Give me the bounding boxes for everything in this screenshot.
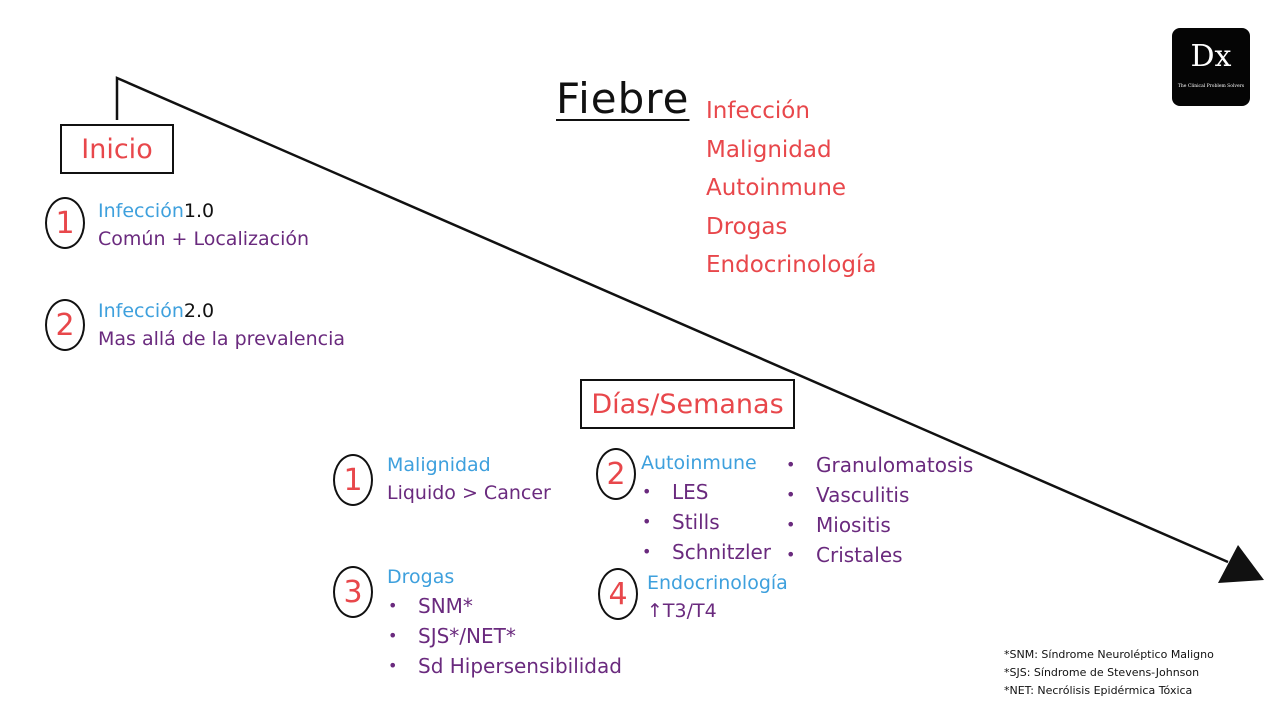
list-item: Stills (642, 507, 771, 537)
footnotes: *SNM: Síndrome Neuroléptico Maligno *SJS… (1004, 646, 1214, 700)
cause-item: Autoinmune (706, 175, 847, 201)
list-item: Vasculitis (786, 480, 973, 510)
list-item: Sd Hipersensibilidad (388, 651, 622, 681)
logo-mark: Dx (1190, 39, 1232, 74)
timeline-arrowhead (1218, 545, 1264, 583)
list-item: Miositis (786, 510, 973, 540)
drogas-heading: Drogas (387, 566, 455, 588)
endocrinologia-block: Endocrinología ↑T3/T4 (647, 569, 788, 625)
inicio-item-2: Infección2.0 Mas allá de la prevalencia (98, 297, 345, 353)
footnote: *SNM: Síndrome Neuroléptico Maligno (1004, 648, 1214, 661)
drogas-list: SNM* SJS*/NET* Sd Hipersensibilidad (388, 591, 622, 681)
list-item: SJS*/NET* (388, 621, 622, 651)
inicio-box: Inicio (60, 124, 174, 174)
item-version: 2.0 (183, 300, 215, 322)
autoinmune-list-a: LES Stills Schnitzler (642, 477, 771, 567)
cause-item: Endocrinología (706, 252, 877, 278)
item-detail: Mas allá de la prevalencia (98, 328, 346, 350)
malignidad-heading: Malignidad (387, 454, 491, 476)
footnote: *SJS: Síndrome de Stevens-Johnson (1004, 666, 1200, 679)
number-circle: 2 (45, 299, 85, 351)
autoinmune-list-b: Granulomatosis Vasculitis Miositis Crist… (786, 450, 973, 570)
item-detail: Común + Localización (98, 228, 310, 250)
cause-item: Infección (706, 98, 810, 124)
dias-semanas-box: Días/Semanas (580, 379, 795, 429)
item-version: 1.0 (183, 200, 215, 222)
list-item: LES (642, 477, 771, 507)
dx-logo: Dx The Clinical Problem Solvers (1172, 28, 1250, 106)
item-heading: Infección (98, 200, 184, 222)
inicio-item-1: Infección1.0 Común + Localización (98, 197, 309, 253)
endocrinologia-heading: Endocrinología (647, 572, 788, 594)
list-item: SNM* (388, 591, 622, 621)
endocrinologia-detail: ↑T3/T4 (647, 600, 717, 622)
number-circle: 2 (596, 448, 636, 500)
footnote: *NET: Necrólisis Epidérmica Tóxica (1004, 684, 1193, 697)
list-item: Granulomatosis (786, 450, 973, 480)
cause-item: Drogas (706, 213, 788, 240)
cause-item: Malignidad (706, 136, 832, 163)
cause-list: Infección Malignidad Autoinmune Drogas E… (706, 92, 876, 285)
number-circle: 1 (45, 197, 85, 249)
number-circle: 3 (333, 566, 373, 618)
item-heading: Infección (98, 300, 184, 322)
malignidad-detail: Liquido > Cancer (387, 482, 551, 504)
autoinmune-heading: Autoinmune (641, 452, 757, 474)
list-item: Schnitzler (642, 537, 771, 567)
number-circle: 4 (598, 568, 638, 620)
malignidad-block: Malignidad Liquido > Cancer (387, 451, 551, 507)
logo-subtitle: The Clinical Problem Solvers (1177, 84, 1245, 89)
number-circle: 1 (333, 454, 373, 506)
diagram-title: Fiebre (556, 74, 690, 123)
list-item: Cristales (786, 540, 973, 570)
timeline-line (115, 76, 1229, 564)
